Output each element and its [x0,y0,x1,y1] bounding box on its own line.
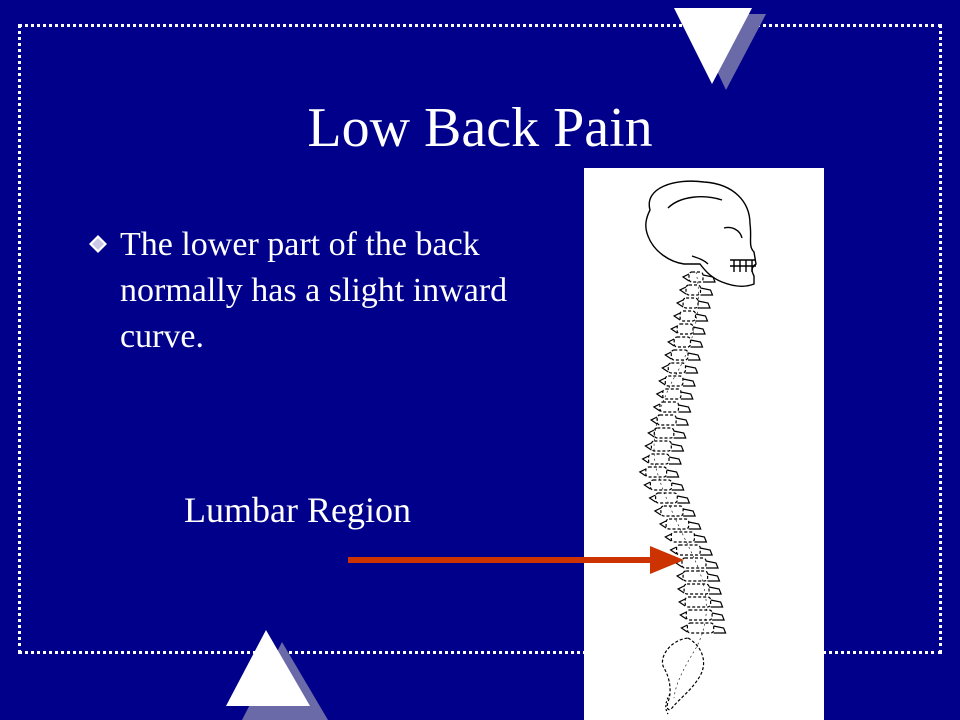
vertebra [686,622,715,634]
slide-title: Low Back Pain [307,97,653,159]
vertebra-facet [644,442,652,451]
vertebra-process [690,339,704,348]
vertebra [645,466,668,478]
vertebra-facet [678,286,687,295]
vertebra [656,414,677,426]
vertebra-facet [641,455,649,464]
vertebra [649,479,673,491]
vertebra-facet [667,338,675,347]
vertebra [682,297,699,309]
vertebra [660,505,684,517]
vertebra-process [695,313,709,322]
vertebra [647,453,670,465]
pointer-arrow [348,546,684,574]
vertebra-facet [653,507,662,516]
vertebra-facet [648,494,656,503]
vertebra [662,388,682,400]
vertebra [685,284,702,296]
spine-drawing [638,180,757,715]
vertebra-process [677,495,691,504]
bullet-text: The lower part of the back normally has … [120,226,508,355]
vertebra-process [688,521,702,530]
spine-illustration [584,168,824,720]
vertebra-process [685,365,699,374]
vertebra-facet [655,390,664,399]
vertebra-facet [669,546,677,555]
vertebra-process [671,482,685,491]
vertebra [650,440,672,452]
vertebra [676,323,694,335]
vertebra [667,362,687,374]
vertebra-facet [652,403,661,412]
vertebra-facet [680,624,688,633]
vertebra [688,271,704,283]
vertebra [679,310,697,322]
vertebra [684,596,712,608]
vertebra [665,518,690,530]
diamond-bullet-icon [89,235,107,253]
vertebra-process [682,378,696,387]
vertebra-facet [678,598,686,607]
triangle-bottom-icon [226,630,328,720]
vertebra-process [675,417,689,426]
vertebra-facet [643,481,651,490]
vertebra-facet [647,429,655,438]
vertebra-facet [638,468,647,477]
vertebra [664,375,684,387]
vertebra-process [702,274,716,283]
vertebra [682,570,709,582]
vertebra-process [687,352,701,361]
vertebra-process [682,508,696,517]
vertebra [670,349,689,361]
vertebra [673,336,692,348]
vertebra-facet [664,533,672,542]
triangle-top-icon [674,8,766,90]
dotted-frame [18,24,942,654]
vertebra-process [692,326,706,335]
vertebra [685,609,713,621]
vertebra-process [710,599,724,608]
vertebra-facet [676,585,685,594]
vertebra-facet [658,377,666,386]
vertebra-process [668,456,682,465]
vertebra [653,427,675,439]
vertebra-process [707,573,721,582]
vertebra-facet [681,273,690,282]
vertebra [681,557,707,569]
vertebra-process [708,586,722,595]
vertebra [683,583,710,595]
vertebra-process [666,469,680,478]
region-label: Lumbar Region [184,490,411,530]
vertebra-process [694,534,708,543]
vertebra-facet [679,611,687,620]
vertebra-process [699,547,713,556]
vertebra-process [678,404,692,413]
vertebra-facet [675,299,684,308]
vertebra-facet [675,572,684,581]
vertebra [654,492,678,504]
vertebra-process [705,560,719,569]
vertebra-process [680,391,694,400]
vertebra-facet [670,325,678,334]
vertebra [659,401,680,413]
vertebra-facet [649,416,658,425]
vertebra-process [711,612,725,621]
vertebra-facet [658,520,667,529]
vertebra-process [713,625,727,634]
vertebra-process [673,430,687,439]
vertebra-process [671,443,685,452]
vertebra-facet [661,364,669,373]
vertebra-facet [672,312,681,321]
vertebra-process [700,287,714,296]
vertebra-facet [664,351,672,360]
vertebra-process [697,300,711,309]
